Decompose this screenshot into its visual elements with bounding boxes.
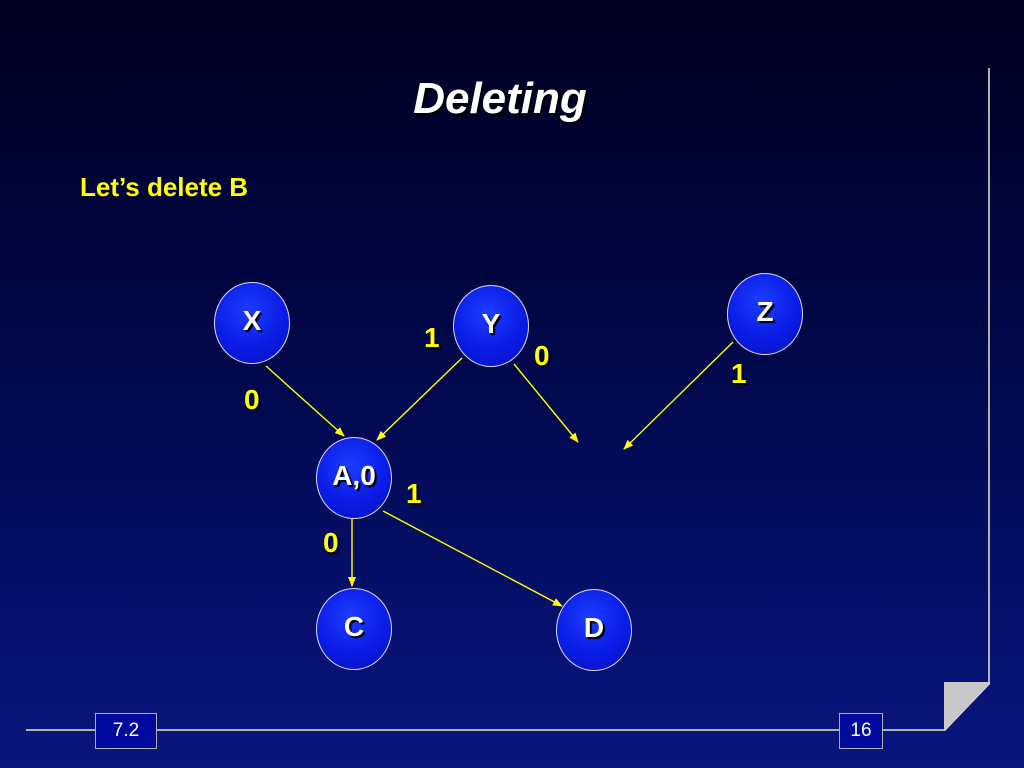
node-d-label: D (583, 612, 605, 643)
node-z: Z (727, 273, 803, 355)
node-c-label: C (343, 611, 365, 642)
edge-label-y-out: 0 (534, 340, 550, 371)
node-x: X (214, 282, 290, 364)
edge-y-out (513, 363, 579, 443)
node-x-label: X (242, 305, 262, 336)
edge-label-a-d: 1 (406, 478, 422, 509)
node-y-label: Y (481, 308, 501, 339)
node-a-label: A,0 (332, 460, 376, 491)
node-d: D (556, 589, 632, 671)
footer-section-number: 7.2 (95, 713, 157, 749)
node-a: A,0 (316, 437, 392, 519)
edge-x-a (265, 365, 345, 437)
edge-y-a (376, 357, 463, 441)
edge-label-a-c: 0 (323, 527, 339, 558)
slide-title: Deleting (413, 74, 587, 123)
frame-right-line (988, 68, 990, 684)
node-c: C (316, 588, 392, 670)
footer-page-number: 16 (839, 713, 883, 749)
node-y: Y (453, 285, 529, 367)
slide-subtitle: Let’s delete B (80, 172, 249, 202)
frame-bottom-line (26, 729, 946, 731)
page-curl-corner (944, 682, 990, 730)
edge-label-x-a: 0 (244, 384, 260, 415)
edge-a-d (382, 510, 563, 607)
edge-label-z-out: 1 (731, 358, 747, 389)
node-z-label: Z (756, 296, 774, 327)
edge-label-y-a: 1 (424, 322, 440, 353)
edge-z-out (623, 341, 734, 450)
